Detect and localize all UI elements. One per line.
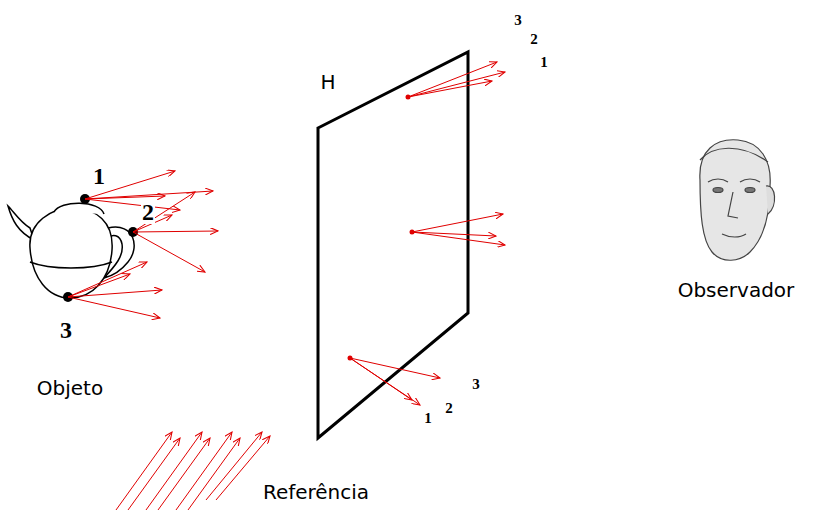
reference-ray xyxy=(116,432,172,510)
object-point-number: 2 xyxy=(141,200,155,224)
light-ray xyxy=(85,196,165,199)
light-ray xyxy=(85,199,180,210)
face-mouth xyxy=(722,234,746,237)
light-ray xyxy=(412,214,503,232)
light-ray xyxy=(350,358,420,405)
face-eye xyxy=(713,188,723,193)
image-point-number: 1 xyxy=(423,411,433,426)
light-ray xyxy=(412,232,496,236)
light-ray xyxy=(68,297,160,318)
light-ray xyxy=(412,232,505,245)
light-ray xyxy=(68,274,130,297)
light-ray xyxy=(133,231,218,232)
light-ray xyxy=(408,62,497,97)
reference-beam xyxy=(116,432,270,510)
object-label: Objeto xyxy=(36,378,104,398)
image-point-number: 3 xyxy=(513,13,523,28)
observer-face xyxy=(700,140,775,260)
object-point-number: 3 xyxy=(59,318,73,342)
face-ear xyxy=(766,186,775,214)
reference-label: Referência xyxy=(262,482,370,502)
face-eye xyxy=(745,188,755,193)
image-point-number: 1 xyxy=(539,55,549,70)
plate-rays xyxy=(350,62,505,405)
teapot-lid xyxy=(54,203,104,214)
light-ray xyxy=(133,192,195,232)
light-ray xyxy=(408,72,505,97)
light-ray xyxy=(350,358,440,378)
light-ray xyxy=(68,290,162,297)
plate-label: H xyxy=(319,72,336,92)
face-brow xyxy=(740,179,760,182)
reference-ray xyxy=(176,432,232,510)
observer-label: Observador xyxy=(677,280,796,300)
image-point-number: 2 xyxy=(444,401,454,416)
teapot-drawing xyxy=(8,203,134,298)
hologram-plate xyxy=(318,52,468,438)
face-hairline xyxy=(700,148,768,162)
light-ray xyxy=(350,358,412,400)
face-nose xyxy=(728,192,738,218)
reference-ray xyxy=(146,432,202,510)
teapot-body xyxy=(30,208,112,298)
object-rays xyxy=(68,171,218,318)
light-ray xyxy=(408,81,492,97)
teapot-band xyxy=(30,262,112,268)
reference-ray xyxy=(188,438,240,510)
face-brow xyxy=(708,179,728,182)
image-point-number: 2 xyxy=(529,32,539,47)
image-point-number: 3 xyxy=(471,377,481,392)
reference-ray xyxy=(206,432,262,500)
object-point-number: 1 xyxy=(92,164,106,188)
teapot-spout xyxy=(8,206,34,240)
light-ray xyxy=(133,232,205,272)
face-outline xyxy=(700,140,770,260)
